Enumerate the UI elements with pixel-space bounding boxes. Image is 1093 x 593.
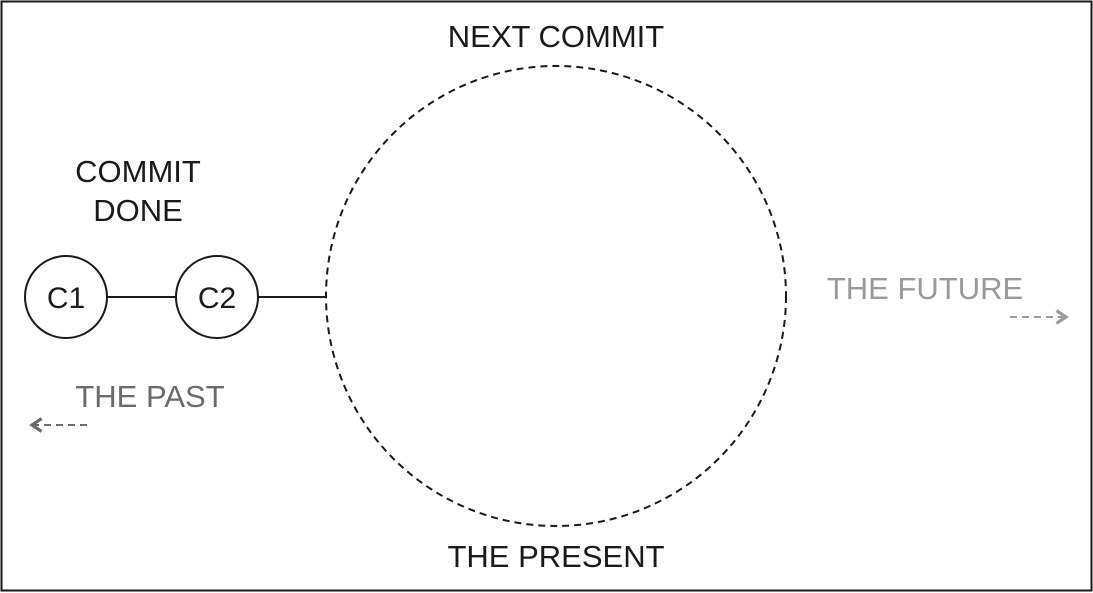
next-commit-circle <box>325 65 787 527</box>
the-present-label: THE PRESENT <box>447 539 664 574</box>
next-commit-label: NEXT COMMIT <box>448 19 664 54</box>
commit-circle <box>175 255 259 339</box>
commit-done-label-line1: COMMIT <box>75 154 201 189</box>
commit-node-c2: C2 <box>175 255 259 339</box>
commit-circle <box>24 255 108 339</box>
commit-done-label-line2: DONE <box>93 193 183 228</box>
commit-node-c1: C1 <box>24 255 108 339</box>
commit-label: C1 <box>47 282 85 315</box>
commit-label: C2 <box>198 282 236 315</box>
the-past-label: THE PAST <box>75 379 224 414</box>
the-future-label: THE FUTURE <box>827 271 1023 306</box>
